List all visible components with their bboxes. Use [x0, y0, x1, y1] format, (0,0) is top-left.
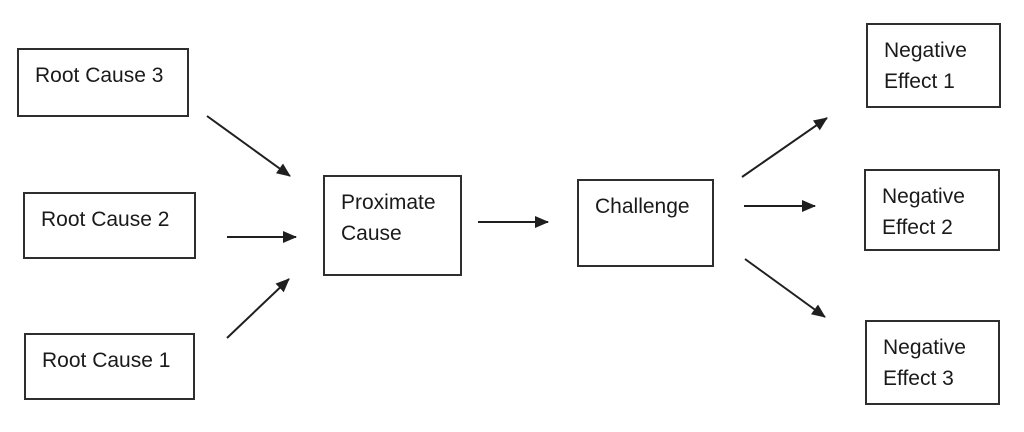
node-label-line: Negative — [884, 39, 967, 62]
node-label-line: Cause — [341, 222, 402, 245]
node-root-cause-1: Root Cause 1 — [24, 333, 195, 400]
node-label-line: Root Cause 1 — [42, 349, 171, 372]
node-label-line: Effect 2 — [882, 216, 953, 239]
node-label-line: Challenge — [595, 195, 690, 218]
node-proximate-cause: Proximate Cause — [323, 175, 462, 276]
node-label-line: Proximate — [341, 191, 436, 214]
node-label-line: Root Cause 3 — [35, 64, 164, 87]
node-label-line: Effect 3 — [883, 367, 954, 390]
node-root-cause-2: Root Cause 2 — [23, 192, 196, 259]
arrow-root-cause-3-to-proximate-cause — [206, 115, 291, 177]
arrow-challenge-to-negative-effect-3 — [744, 258, 826, 318]
node-label-line: Negative — [882, 185, 965, 208]
node-negative-effect-1: Negative Effect 1 — [866, 23, 1001, 108]
node-label-line: Root Cause 2 — [41, 208, 170, 231]
node-negative-effect-2: Negative Effect 2 — [864, 169, 1000, 251]
arrow-challenge-to-negative-effect-1 — [741, 117, 828, 178]
arrow-root-cause-1-to-proximate-cause — [226, 278, 290, 339]
node-challenge: Challenge — [577, 179, 714, 267]
node-label-line: Effect 1 — [884, 70, 955, 93]
node-root-cause-3: Root Cause 3 — [17, 48, 189, 117]
node-negative-effect-3: Negative Effect 3 — [865, 320, 1000, 405]
node-label-line: Negative — [883, 336, 966, 359]
